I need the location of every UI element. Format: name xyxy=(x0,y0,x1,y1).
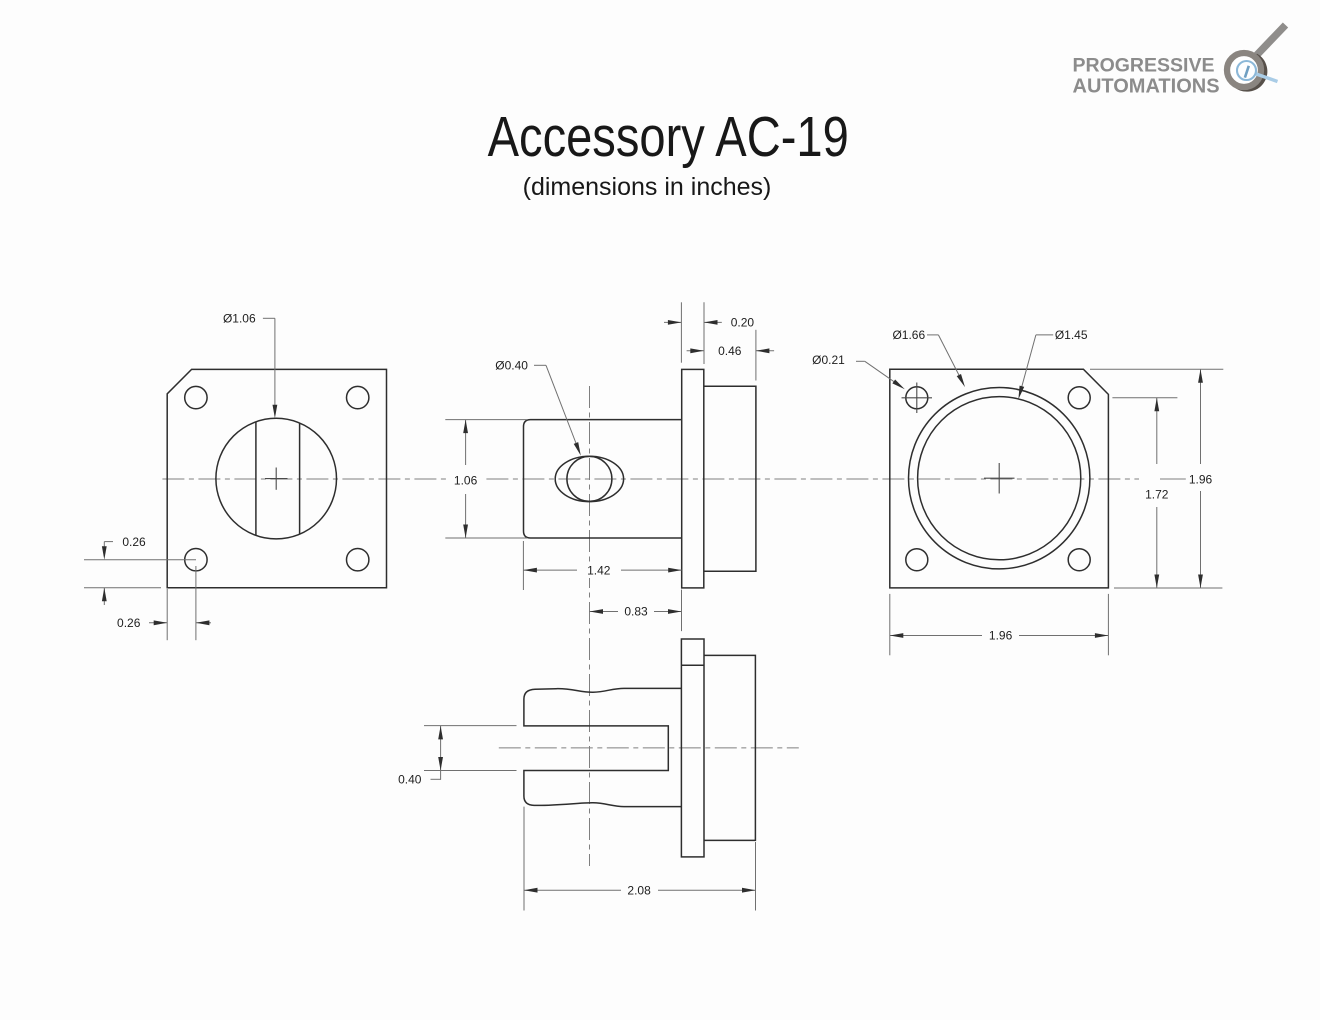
svg-text:Ø0.21: Ø0.21 xyxy=(812,353,845,367)
svg-text:1.96: 1.96 xyxy=(1189,473,1213,487)
svg-text:(dimensions in inches): (dimensions in inches) xyxy=(523,173,772,201)
svg-text:0.20: 0.20 xyxy=(731,316,755,330)
svg-text:1.96: 1.96 xyxy=(989,629,1013,643)
svg-text:Ø0.40: Ø0.40 xyxy=(495,359,528,373)
svg-text:Ø1.66: Ø1.66 xyxy=(892,328,925,342)
svg-text:Ø1.06: Ø1.06 xyxy=(223,312,256,326)
svg-text:PROGRESSIVE: PROGRESSIVE xyxy=(1073,55,1215,77)
svg-text:1.06: 1.06 xyxy=(454,473,478,487)
svg-text:0.40: 0.40 xyxy=(398,772,422,786)
svg-text:Ø1.45: Ø1.45 xyxy=(1055,328,1088,342)
svg-text:0.26: 0.26 xyxy=(117,616,141,630)
svg-text:2.08: 2.08 xyxy=(627,883,651,897)
svg-text:0.46: 0.46 xyxy=(718,344,742,358)
svg-text:Accessory AC-19: Accessory AC-19 xyxy=(488,106,849,169)
svg-text:0.83: 0.83 xyxy=(624,605,648,619)
svg-text:0.26: 0.26 xyxy=(122,535,146,549)
svg-text:AUTOMATIONS: AUTOMATIONS xyxy=(1073,76,1220,98)
svg-text:1.42: 1.42 xyxy=(587,563,611,577)
svg-text:1.72: 1.72 xyxy=(1145,487,1169,501)
